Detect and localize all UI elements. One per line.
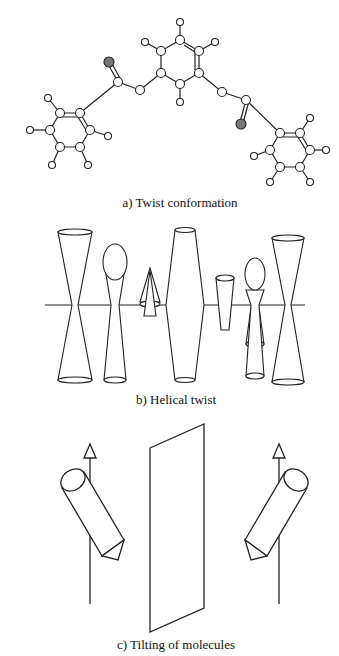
helical-twist-figure — [45, 228, 305, 386]
panel-caption: b) Helical twist — [134, 392, 218, 408]
oxygen-atoms — [104, 57, 246, 129]
bond-lines — [30, 22, 326, 182]
panel-caption: c) Tilting of molecules — [115, 637, 237, 653]
tilting-figure — [57, 424, 313, 632]
panel-caption: a) Twist conformation — [120, 195, 239, 211]
atoms — [27, 19, 330, 186]
